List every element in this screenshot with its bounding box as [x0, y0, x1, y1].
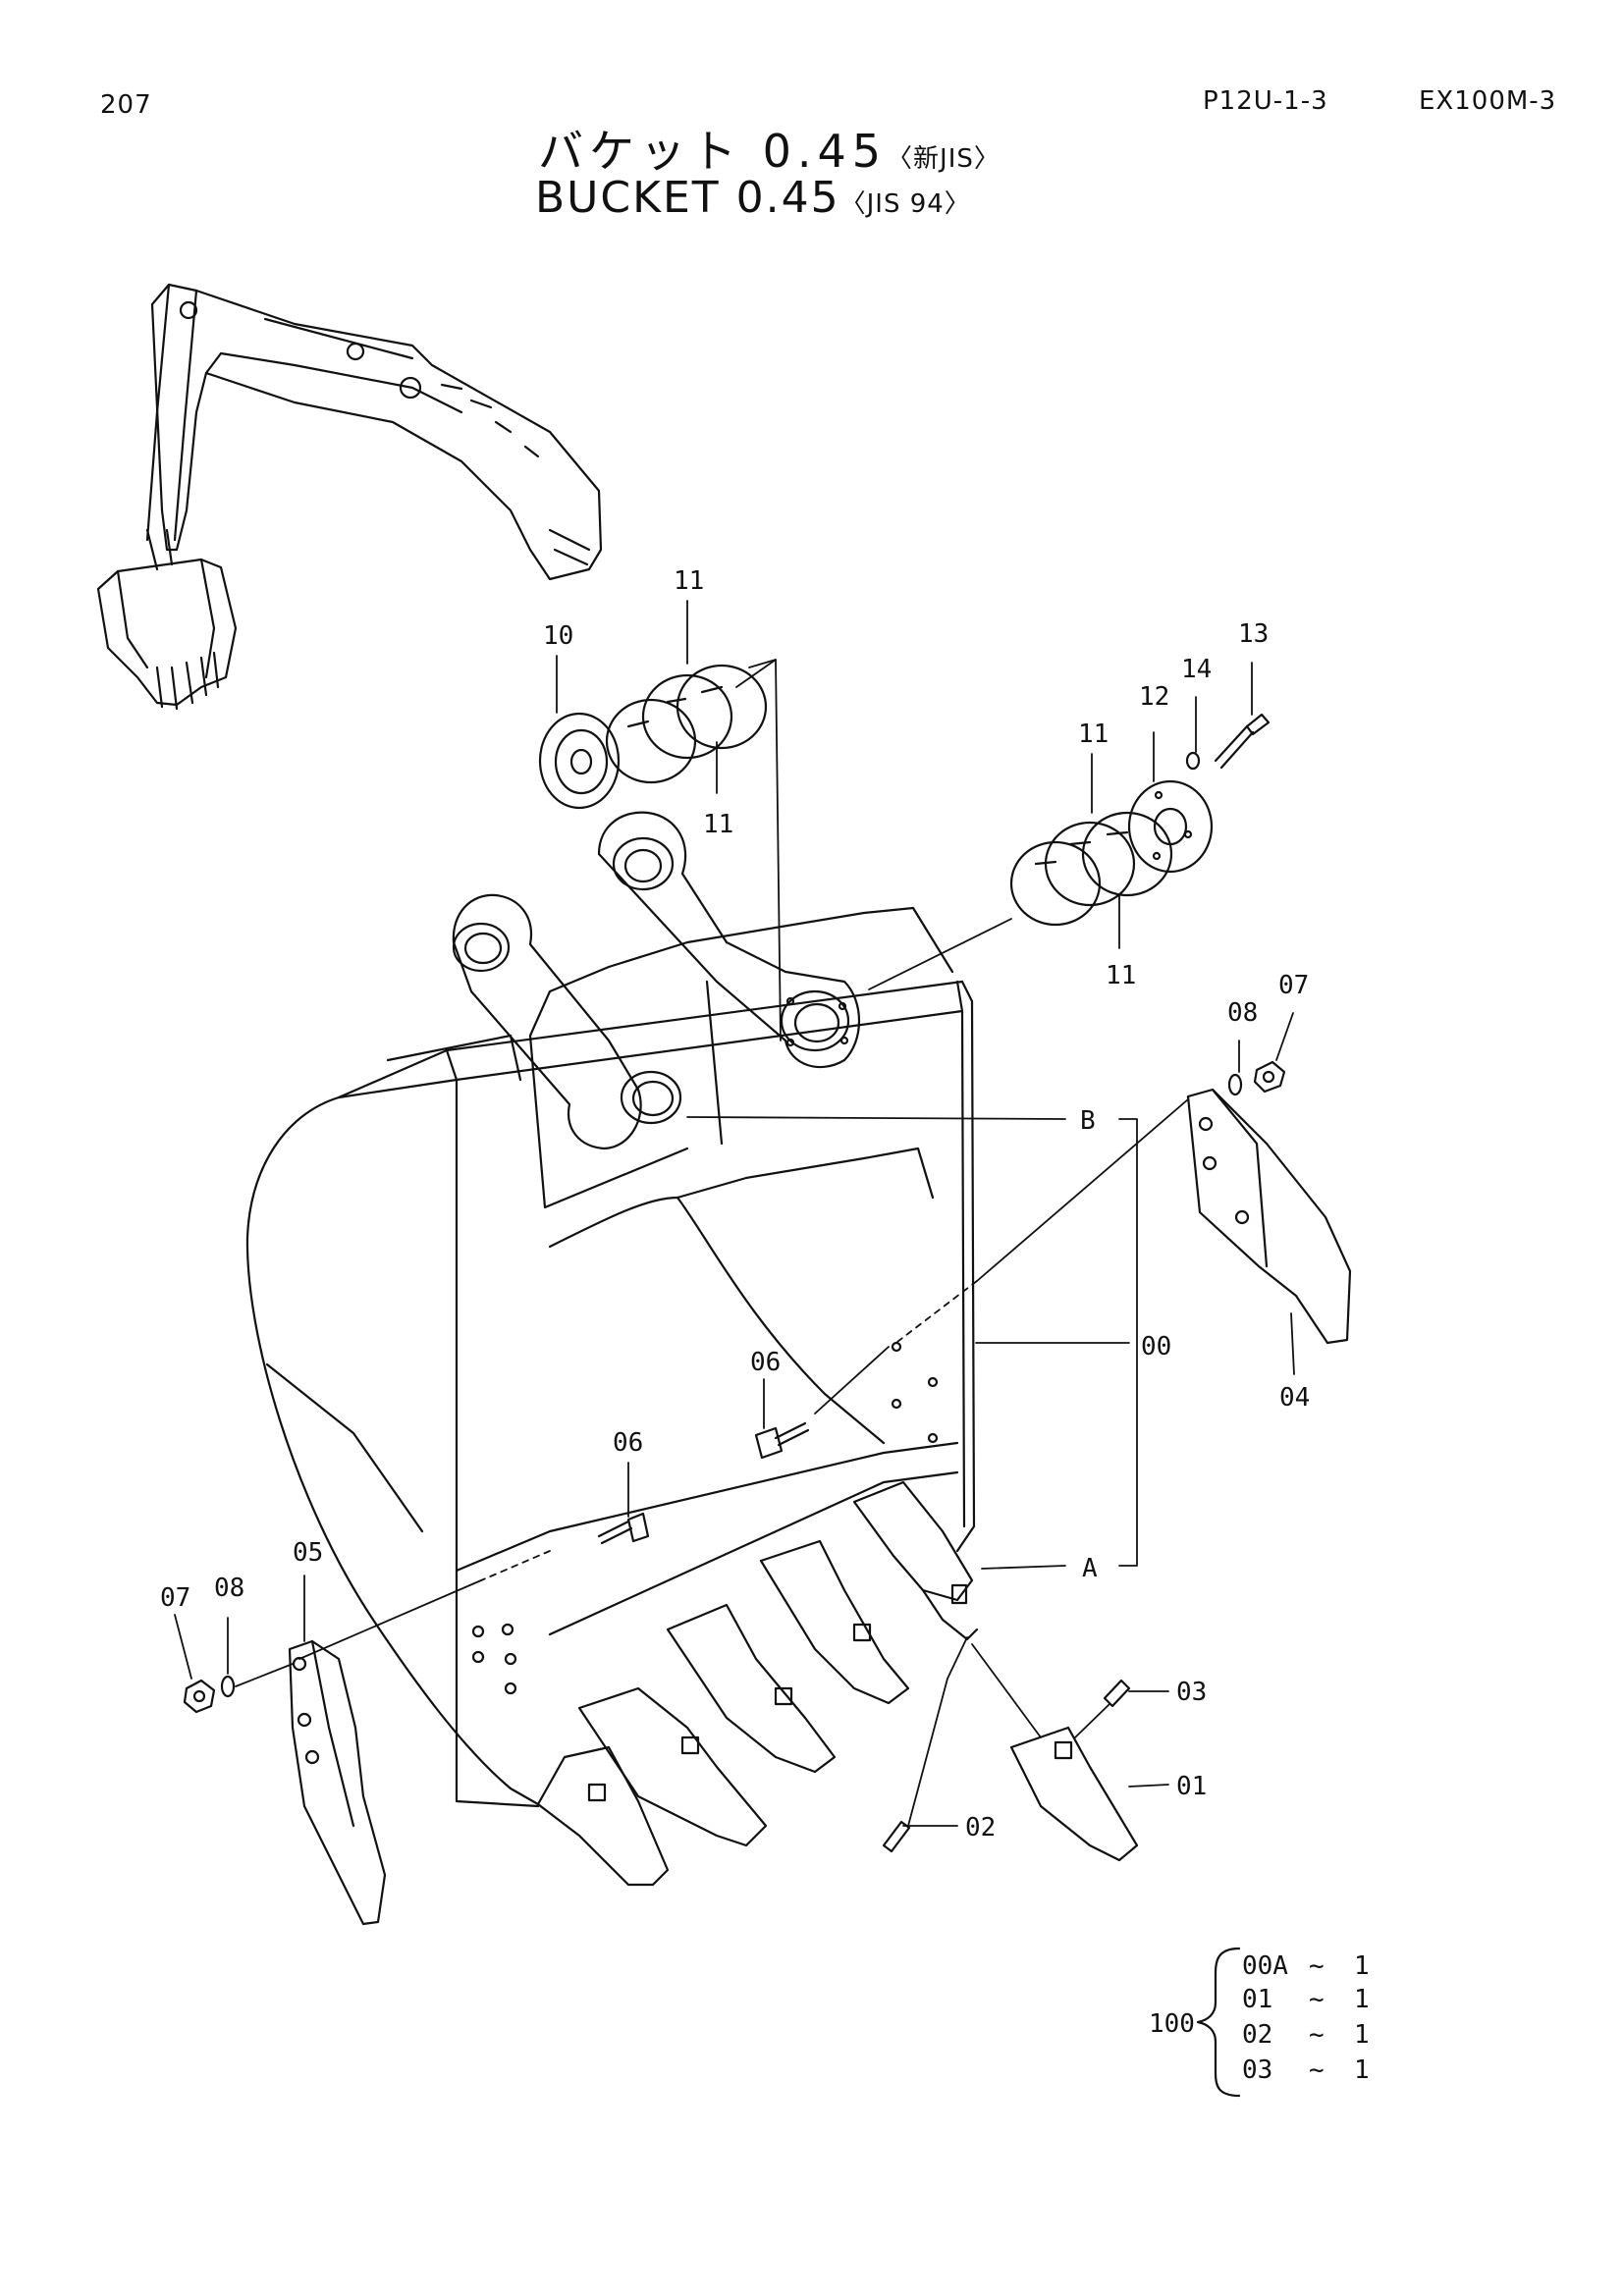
washer-14 — [1185, 751, 1201, 771]
title-japanese-spec: 〈新JIS〉 — [887, 144, 1001, 174]
kit-row: 03 ~1 — [1242, 2056, 1370, 2085]
kit-part: 03 — [1242, 2056, 1273, 2085]
nut-07-left — [183, 1679, 216, 1714]
shims-11-lower — [1009, 811, 1173, 927]
bolt-13 — [1214, 713, 1271, 770]
callout-14: 14 — [1181, 655, 1212, 684]
callout-ref-B: B — [1080, 1106, 1096, 1136]
kit-qty: 1 — [1354, 2056, 1370, 2085]
callout-08-left: 08 — [214, 1574, 244, 1603]
tooth-01 — [1009, 1726, 1139, 1862]
pin-02 — [882, 1820, 911, 1853]
kit-number: 100 — [1149, 2009, 1195, 2039]
page-number: 207 — [100, 90, 152, 120]
callout-12: 12 — [1139, 682, 1169, 712]
washer-08-left — [220, 1675, 236, 1698]
callout-labels: 10 11 11 11 11 12 14 13 08 07 B 00 04 06… — [160, 566, 1310, 1842]
kit-part: 02 — [1242, 2020, 1273, 2050]
callout-06-right: 06 — [750, 1348, 781, 1377]
bucket-teeth — [536, 1480, 979, 1887]
callout-ref-A: A — [1082, 1554, 1098, 1583]
kit-brace — [1196, 1947, 1241, 2098]
kit-sep: ~ — [1309, 1985, 1325, 2014]
kit-qty: 1 — [1354, 2020, 1370, 2050]
callout-07-left: 07 — [160, 1583, 190, 1613]
shims-11-upper — [605, 664, 768, 784]
callout-04: 04 — [1279, 1383, 1310, 1413]
title-english-text: BUCKET 0.45 — [535, 173, 840, 223]
callout-11-upper-bottom: 11 — [703, 810, 733, 839]
kit-sep: ~ — [1309, 1951, 1325, 1981]
title-english: BUCKET 0.45〈JIS 94〉 — [535, 173, 971, 223]
callout-01: 01 — [1176, 1772, 1207, 1801]
kit-sep: ~ — [1309, 2020, 1325, 2050]
pin-03 — [1103, 1679, 1131, 1708]
section-code: P12U-1-3 — [1203, 86, 1328, 116]
callout-00: 00 — [1141, 1332, 1171, 1362]
callout-10: 10 — [543, 621, 573, 651]
kit-row: 00A ~1 — [1242, 1951, 1370, 1981]
callout-07-right: 07 — [1278, 971, 1309, 1000]
excavator-arm-inset — [96, 283, 603, 711]
callout-02: 02 — [965, 1813, 996, 1842]
model-code: EX100M-3 — [1419, 86, 1557, 116]
pin-collar-10 — [538, 712, 621, 810]
kit-part: 01 — [1242, 1985, 1273, 2014]
bolt-06-right — [754, 1421, 810, 1460]
leader-lines — [174, 600, 1295, 1827]
plate-12 — [1127, 779, 1214, 874]
kit-qty: 1 — [1354, 1951, 1370, 1981]
kit-row: 01 ~1 — [1242, 1985, 1370, 2014]
kit-qty: 1 — [1354, 1985, 1370, 2014]
callout-11-lower-top: 11 — [1078, 720, 1109, 749]
title-japanese-text: バケット 0.45 — [538, 125, 888, 178]
bucket-body — [245, 811, 976, 1808]
callout-11-top: 11 — [674, 566, 704, 596]
callout-13: 13 — [1238, 619, 1269, 649]
title-japanese: バケット 0.45〈新JIS〉 — [538, 116, 1001, 181]
washer-08-right — [1227, 1073, 1243, 1096]
kit-row: 02 ~1 — [1242, 2020, 1370, 2050]
bolt-06-left — [597, 1512, 650, 1545]
callout-08-right: 08 — [1227, 998, 1258, 1028]
kit-sep: ~ — [1309, 2056, 1325, 2085]
nut-07-right — [1253, 1060, 1286, 1094]
title-english-spec: 〈JIS 94〉 — [839, 189, 971, 219]
callout-11-lower-bottom: 11 — [1106, 961, 1136, 990]
callout-03: 03 — [1176, 1678, 1207, 1707]
callout-05: 05 — [293, 1538, 323, 1568]
kit-part: 00A — [1242, 1951, 1288, 1981]
side-cutter-left — [288, 1639, 387, 1926]
side-cutter-right — [1186, 1088, 1352, 1345]
callout-06-left: 06 — [613, 1428, 643, 1458]
